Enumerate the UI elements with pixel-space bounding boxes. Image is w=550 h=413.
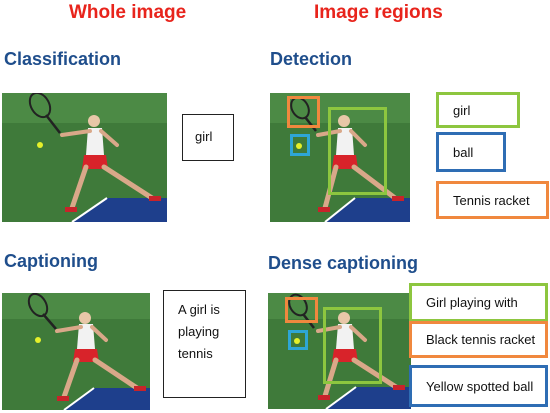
racket-detection-box	[287, 96, 320, 128]
ball-detection-box	[290, 134, 310, 156]
classification-output-box: girl	[182, 114, 234, 161]
dense-caption-girl-text: Girl playing with	[426, 295, 518, 310]
girl-detection-box	[328, 107, 387, 195]
dense-caption-ball-text: Yellow spotted ball	[426, 378, 534, 394]
caption-output-box: A girl is playing tennis	[163, 290, 246, 398]
detection-label-girl: girl	[436, 92, 520, 128]
detection-label-racket: Tennis racket	[436, 181, 549, 219]
racket-region-box	[285, 297, 318, 323]
title-classification: Classification	[4, 49, 122, 69]
detection-label-girl-text: girl	[453, 102, 471, 118]
detection-label-ball: ball	[436, 132, 506, 172]
title-captioning: Captioning	[4, 251, 98, 271]
ball-region-box	[288, 330, 308, 350]
classification-output-label: girl	[195, 129, 213, 144]
tennis-photo-dense-captioning	[268, 293, 411, 409]
caption-line-3: tennis	[178, 346, 213, 361]
title-dense-captioning: Dense captioning	[268, 253, 419, 273]
girl-region-box	[323, 307, 382, 384]
caption-line-1: A girl is	[178, 302, 220, 317]
header-image-regions: Image regions	[314, 2, 443, 23]
dense-caption-racket: Black tennis racket	[409, 321, 548, 358]
caption-line-2: playing	[178, 324, 220, 339]
detection-label-racket-text: Tennis racket	[453, 192, 530, 208]
tennis-photo-captioning	[2, 293, 150, 410]
dense-caption-girl: Girl playing with	[409, 283, 548, 322]
tennis-photo-classification	[2, 93, 167, 222]
dense-caption-ball: Yellow spotted ball	[409, 365, 548, 407]
detection-label-ball-text: ball	[453, 144, 474, 160]
dense-caption-racket-text: Black tennis racket	[426, 332, 536, 347]
title-detection: Detection	[270, 49, 353, 69]
header-whole-image: Whole image	[69, 2, 187, 23]
